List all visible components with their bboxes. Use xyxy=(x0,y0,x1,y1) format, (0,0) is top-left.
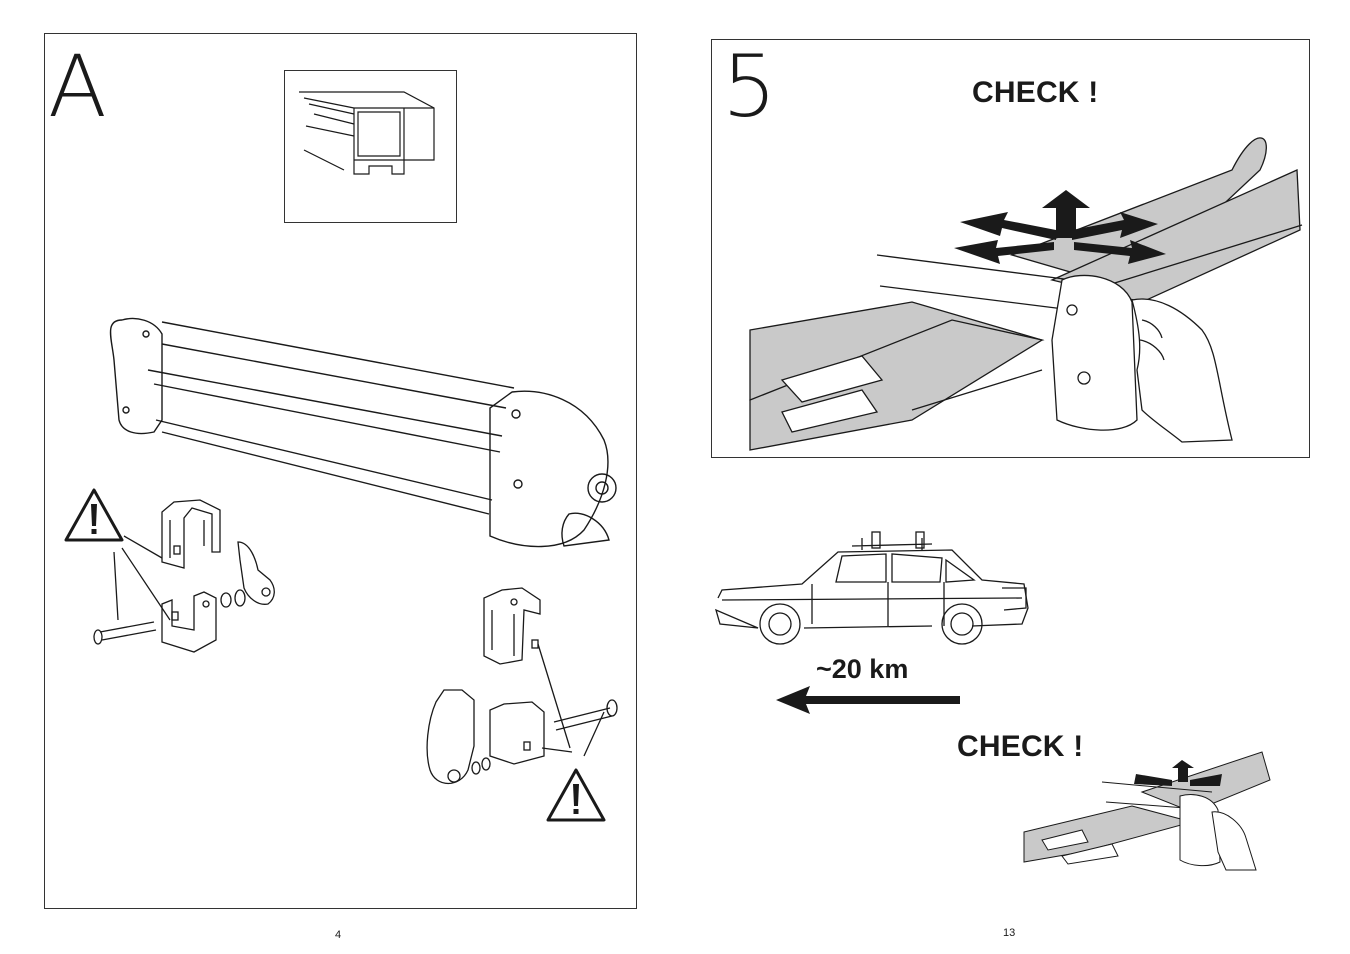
arrow-left-icon xyxy=(776,686,960,714)
rail-profile-drawing xyxy=(284,70,457,223)
page-number-right: 13 xyxy=(1003,927,1015,939)
warning-triangle-icon xyxy=(544,766,608,824)
move-arrows-icon xyxy=(944,190,1164,270)
distance-label: ~20 km xyxy=(816,654,908,685)
section-letter: A xyxy=(48,44,107,130)
ski-check-small-drawing xyxy=(1022,752,1270,872)
page-number-left: 4 xyxy=(335,929,341,941)
car-drawing xyxy=(712,528,1032,648)
warning-triangle-icon xyxy=(62,486,126,544)
